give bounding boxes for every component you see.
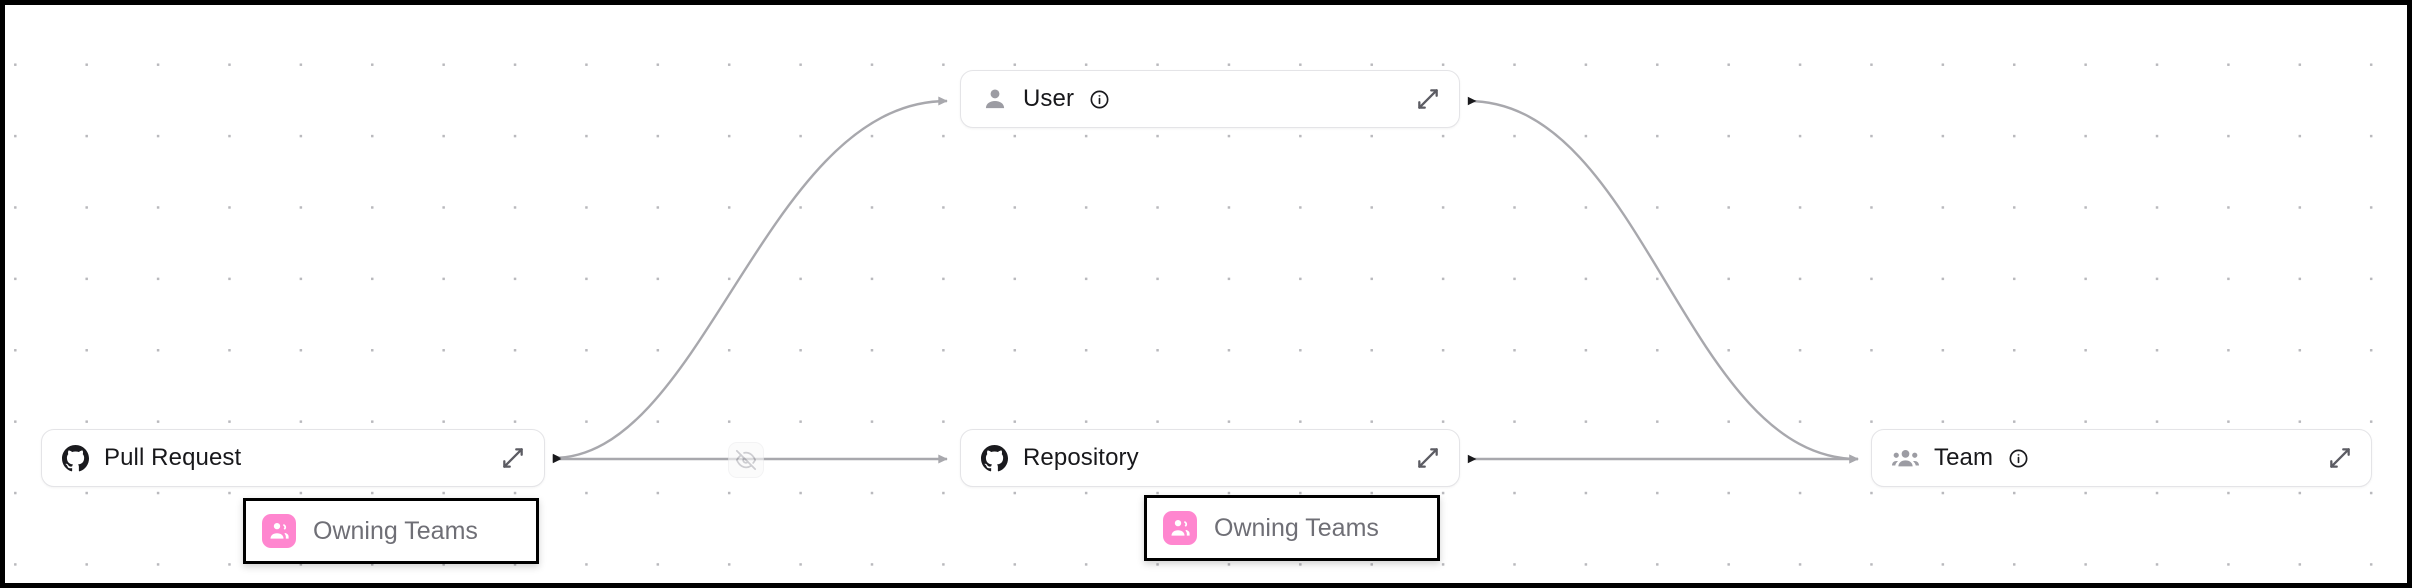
edge-visibility-toggle-button[interactable] xyxy=(728,442,764,478)
edge-pull-request-to-user[interactable] xyxy=(552,96,948,463)
owning-teams-icon xyxy=(262,514,296,548)
node-team[interactable]: Team xyxy=(1871,429,2372,487)
node-label: Repository xyxy=(1023,444,1139,471)
edge-user-to-team[interactable] xyxy=(1467,96,1859,464)
info-circle-icon[interactable] xyxy=(2008,448,2029,469)
node-label: Pull Request xyxy=(104,444,242,471)
node-pull-request[interactable]: Pull Request xyxy=(41,429,545,487)
expand-diagonal-icon[interactable] xyxy=(1415,86,1441,112)
edge-layer xyxy=(552,96,1859,464)
owning-teams-chip[interactable]: Owning Teams xyxy=(1144,495,1440,561)
node-label: User xyxy=(1023,85,1075,112)
chip-label: Owning Teams xyxy=(1214,513,1379,542)
info-circle-icon[interactable] xyxy=(1089,89,1110,110)
node-repository[interactable]: Repository xyxy=(960,429,1460,487)
eye-off-icon xyxy=(735,449,757,471)
expand-diagonal-icon[interactable] xyxy=(1415,445,1441,471)
person-icon xyxy=(981,86,1008,113)
github-icon xyxy=(62,444,89,472)
node-label: Team xyxy=(1934,444,1994,471)
expand-diagonal-icon[interactable] xyxy=(500,445,526,471)
expand-diagonal-icon[interactable] xyxy=(2327,445,2353,471)
people-group-icon xyxy=(1892,445,1919,472)
node-user[interactable]: User xyxy=(960,70,1460,128)
owning-teams-chip[interactable]: Owning Teams xyxy=(243,498,539,564)
owning-teams-icon xyxy=(1163,511,1197,545)
chip-label: Owning Teams xyxy=(313,516,478,545)
github-icon xyxy=(981,444,1008,472)
